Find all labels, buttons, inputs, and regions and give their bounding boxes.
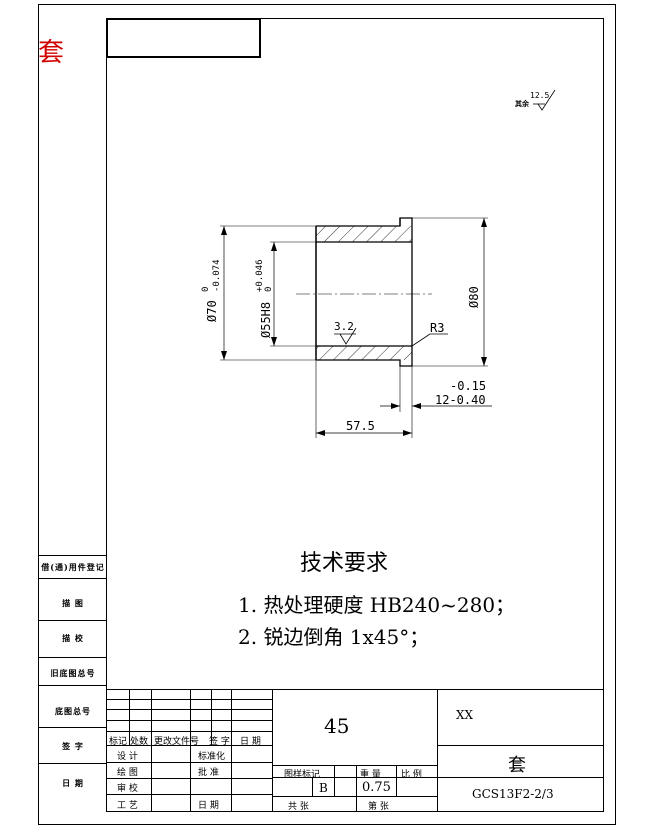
dim-outer-tol-lower: -0.074	[212, 259, 222, 292]
tb-part-name: 套	[508, 755, 526, 776]
part-section: R3 3.2	[296, 217, 448, 367]
dim-flange-thk-tol: -0.15	[450, 379, 486, 393]
tb-line	[106, 689, 604, 690]
tb-line	[312, 777, 313, 796]
tech-requirements-title: 技术要求	[300, 551, 389, 576]
tb-weight-header: 重 量	[360, 770, 381, 780]
side-label: 描 校	[62, 633, 84, 643]
tb-line	[106, 745, 272, 746]
corner-title-char: 套	[38, 38, 65, 68]
tb-drawing-number: 45	[324, 714, 350, 738]
tb-stage-header: 图样标记	[284, 770, 321, 780]
roughness-prefix: 其余	[515, 99, 530, 108]
tb-role: 绘 图	[117, 768, 138, 778]
dim-outer-label: Ø70	[205, 300, 219, 322]
tb-role: 设 计	[117, 752, 138, 762]
side-row-line	[38, 578, 107, 579]
tb-line	[106, 720, 272, 721]
roughness-symbol-general: 12.5 其余	[515, 89, 556, 111]
tech-requirement-item: 1. 热处理硬度 HB240~280；	[238, 593, 516, 617]
tb-rev-header: 日 期	[240, 737, 261, 747]
tb-scale-header: 比 例	[401, 770, 422, 780]
side-row-line	[38, 727, 107, 728]
tb-line	[231, 689, 232, 812]
tb-rev-header: 处数	[130, 737, 149, 747]
side-label: 签 字	[62, 741, 84, 751]
tb-line	[106, 778, 272, 779]
side-label: 日 期	[62, 778, 84, 788]
dim-flange-label: Ø80	[467, 286, 481, 308]
tb-weight: 0.75	[362, 780, 391, 795]
tb-role: 批 准	[198, 768, 219, 778]
tb-line	[106, 709, 272, 710]
dim-bore-tol-lower: 0	[264, 287, 274, 292]
tb-rev-header: 签 字	[209, 737, 230, 747]
fillet-label: R3	[430, 321, 444, 335]
tb-role: 工 艺	[117, 801, 138, 811]
dim-length-label: 57.5	[346, 419, 375, 433]
side-row-line	[38, 763, 107, 764]
tb-code: GCS13F2-2/3	[472, 787, 554, 801]
tb-line	[356, 765, 357, 812]
dim-flange-thickness: -0.15 12-0.40	[380, 366, 492, 412]
tb-rev-header: 更改文件号	[154, 737, 200, 747]
surface-roughness: 3.2	[334, 320, 354, 333]
inner-border-bottom	[106, 811, 604, 812]
tb-stage-mark: B	[319, 781, 328, 795]
side-row-line	[38, 620, 107, 621]
tb-line	[106, 794, 272, 795]
inner-border-left	[106, 18, 107, 812]
roughness-value: 12.5	[530, 91, 549, 100]
tb-line	[437, 689, 438, 812]
tb-total-sheets: 共 张	[288, 802, 309, 812]
outer-border-bottom	[38, 824, 616, 825]
tb-line	[190, 689, 191, 812]
tb-line	[437, 777, 604, 778]
outer-border-right	[615, 4, 616, 825]
tb-line	[272, 777, 437, 778]
tb-line	[272, 689, 273, 812]
tb-line	[129, 689, 130, 745]
tb-role: 审 校	[117, 784, 138, 794]
tech-requirement-item: 2. 锐边倒角 1x45°；	[238, 625, 430, 649]
tb-rev-header: 标记	[109, 737, 128, 747]
outer-border-top	[38, 4, 616, 5]
side-label: 借(通)用件登记	[41, 562, 105, 572]
tb-role: 标准化	[198, 752, 226, 762]
side-row-line	[38, 685, 107, 686]
tb-line	[272, 796, 437, 797]
dim-bore-diameter: Ø55H8 +0.046 0	[255, 241, 316, 347]
inner-border-top	[106, 18, 604, 19]
side-label: 描 图	[62, 598, 84, 608]
dim-bore-tol-upper: +0.046	[255, 259, 265, 292]
tb-company: XX	[456, 708, 474, 722]
dim-flange-diameter: Ø80	[412, 217, 488, 367]
number-box	[106, 18, 261, 58]
tb-line	[106, 762, 272, 763]
tb-line	[272, 765, 437, 766]
tb-role: 日 期	[198, 801, 219, 811]
dim-outer-tol-upper: 0	[201, 287, 211, 292]
side-label: 底图总号	[55, 706, 91, 716]
side-table-divider	[38, 555, 107, 556]
tb-line	[334, 765, 335, 796]
outer-border-left	[38, 4, 39, 825]
side-row-line	[38, 657, 107, 658]
dim-flange-thk: 12-0.40	[435, 393, 486, 407]
part-drawing: 12.5 其余 R3 3.2 Ø70 0 -0.074	[201, 89, 556, 438]
tb-line	[396, 765, 397, 796]
inner-border-right	[603, 18, 604, 812]
dim-bore-label: Ø55H8	[259, 302, 273, 338]
tb-sheet-no: 第 张	[368, 802, 389, 812]
dim-outer-diameter: Ø70 0 -0.074	[201, 225, 316, 361]
side-label: 旧底图总号	[50, 668, 96, 678]
tb-line	[106, 731, 272, 732]
tb-line	[437, 745, 604, 746]
tb-line	[211, 689, 212, 745]
dim-length: 57.5	[315, 360, 413, 438]
tb-line	[151, 689, 152, 812]
tb-line	[106, 699, 272, 700]
